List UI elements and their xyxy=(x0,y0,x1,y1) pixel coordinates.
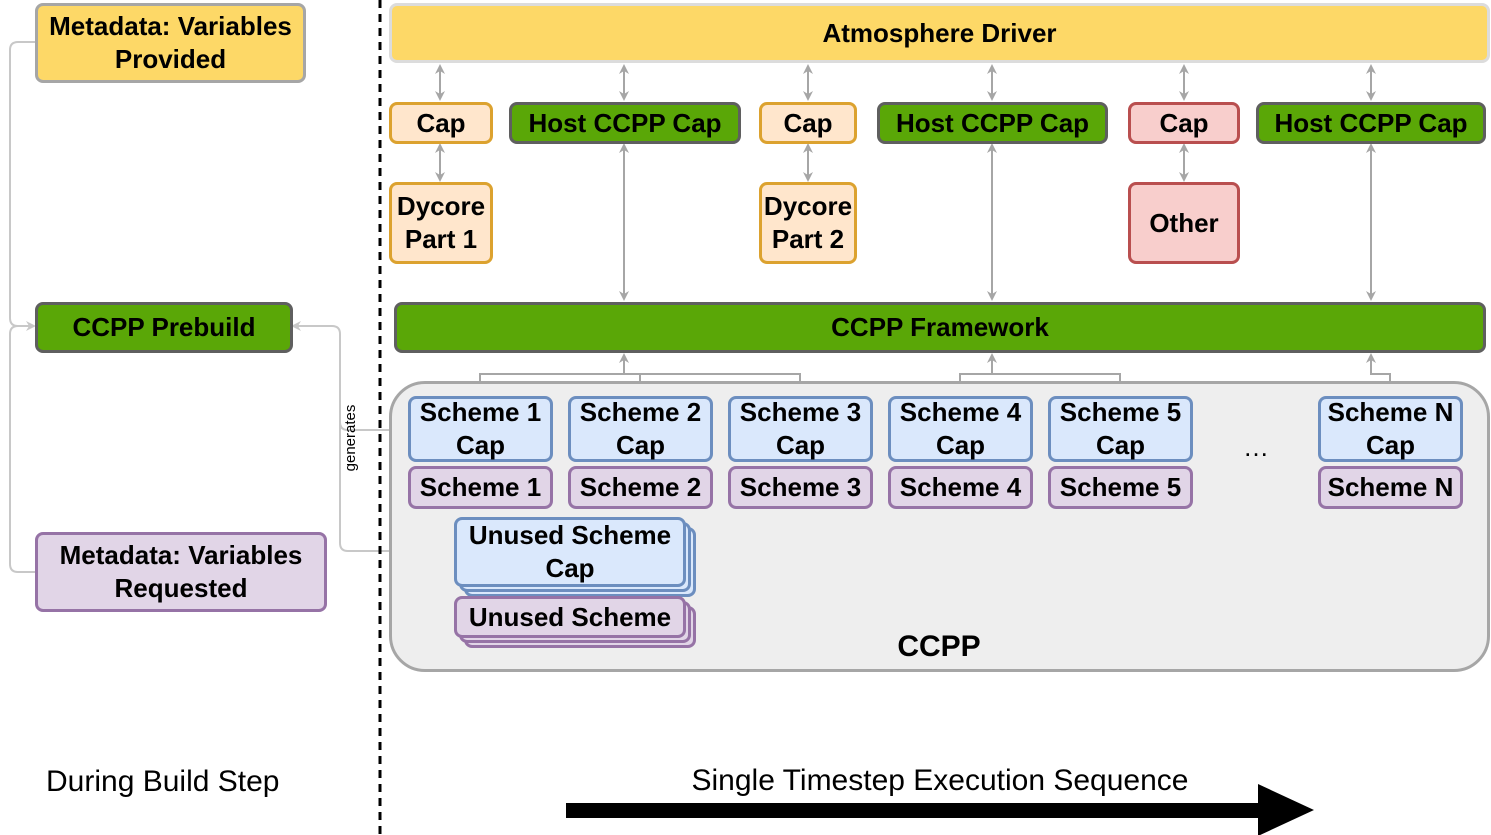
dycore-part-1-label: Dycore Part 1 xyxy=(396,191,486,254)
execution-sequence-label: Single Timestep Execution Sequence xyxy=(691,764,1189,797)
scheme-box-3: Scheme 3 xyxy=(728,466,873,509)
sequence-arrow xyxy=(566,784,1314,835)
host-ccpp-cap-label-3: Host CCPP Cap xyxy=(1274,107,1468,138)
dycore-part-2-label: Dycore Part 2 xyxy=(763,191,853,254)
scheme-cap-label-2: Scheme 2 Cap xyxy=(579,397,702,460)
scheme-cap-box-5: Scheme 5 Cap xyxy=(1048,396,1193,462)
scheme-box-2: Scheme 2 xyxy=(568,466,713,509)
host-ccpp-cap-box-3: Host CCPP Cap xyxy=(1256,102,1486,144)
scheme-cap-box-3: Scheme 3 Cap xyxy=(728,396,873,462)
cap-label-3: Cap xyxy=(1159,107,1209,138)
dycore-part-2-box: Dycore Part 2 xyxy=(759,182,857,264)
scheme-label-4: Scheme 4 xyxy=(899,472,1022,502)
ccpp-prebuild-label: CCPP Prebuild xyxy=(72,312,256,342)
other-box: Other xyxy=(1128,182,1240,264)
scheme-label-5: Scheme 5 xyxy=(1059,472,1182,502)
cap-box-1: Cap xyxy=(389,102,493,144)
scheme-label-3: Scheme 3 xyxy=(739,472,862,502)
scheme-cap-box-2: Scheme 2 Cap xyxy=(568,396,713,462)
scheme-cap-box-1: Scheme 1 Cap xyxy=(408,396,553,462)
ccpp-framework-box: CCPP Framework xyxy=(394,302,1486,353)
scheme-label-2: Scheme 2 xyxy=(579,472,702,502)
scheme-cap-label-1: Scheme 1 Cap xyxy=(419,397,542,460)
scheme-cap-box-4: Scheme 4 Cap xyxy=(888,396,1033,462)
atmosphere-driver-label: Atmosphere Driver xyxy=(822,17,1057,48)
ccpp-prebuild-box: CCPP Prebuild xyxy=(35,302,293,353)
ccpp-label: CCPP xyxy=(897,630,981,663)
build-step-label: During Build Step xyxy=(46,765,280,798)
ccpp-framework-label: CCPP Framework xyxy=(831,312,1049,342)
unused-scheme-label: Unused Scheme xyxy=(468,601,672,632)
host-ccpp-cap-label-2: Host CCPP Cap xyxy=(895,107,1090,138)
metadata-provided-label: Metadata: Variables Provided xyxy=(49,11,292,74)
atmosphere-driver-box: Atmosphere Driver xyxy=(389,3,1490,63)
scheme-box-5: Scheme 5 xyxy=(1048,466,1193,509)
metadata-requested-label: Metadata: Variables Requested xyxy=(59,540,303,603)
unused-scheme-cap-label: Unused Scheme Cap xyxy=(468,520,672,583)
host-ccpp-cap-box-2: Host CCPP Cap xyxy=(877,102,1108,144)
scheme-cap-label-5: Scheme 5 Cap xyxy=(1059,397,1182,460)
scheme-cap-label-4: Scheme 4 Cap xyxy=(899,397,1022,460)
scheme-label-n: Scheme N xyxy=(1327,472,1454,502)
metadata-provided-box: Metadata: Variables Provided xyxy=(35,3,306,83)
cap-box-3: Cap xyxy=(1128,102,1240,144)
scheme-cap-label-3: Scheme 3 Cap xyxy=(739,397,862,460)
dycore-part-1-box: Dycore Part 1 xyxy=(389,182,493,264)
cap-label-2: Cap xyxy=(783,107,833,138)
metadata-requested-box: Metadata: Variables Requested xyxy=(35,532,327,612)
other-label: Other xyxy=(1149,207,1219,238)
scheme-box-4: Scheme 4 xyxy=(888,466,1033,509)
ellipsis-label: … xyxy=(1243,432,1269,462)
scheme-cap-box-n: Scheme N Cap xyxy=(1318,396,1463,462)
unused-scheme-box: Unused Scheme xyxy=(454,596,686,638)
unused-scheme-cap-box: Unused Scheme Cap xyxy=(454,517,686,587)
scheme-cap-label-n: Scheme N Cap xyxy=(1327,397,1454,460)
cap-label-1: Cap xyxy=(416,107,466,138)
cap-box-2: Cap xyxy=(759,102,857,144)
scheme-box-n: Scheme N xyxy=(1318,466,1463,509)
scheme-box-1: Scheme 1 xyxy=(408,466,553,509)
generates-label: generates xyxy=(342,404,359,472)
scheme-label-1: Scheme 1 xyxy=(419,472,542,502)
host-ccpp-cap-label-1: Host CCPP Cap xyxy=(528,107,722,138)
host-ccpp-cap-box-1: Host CCPP Cap xyxy=(509,102,741,144)
